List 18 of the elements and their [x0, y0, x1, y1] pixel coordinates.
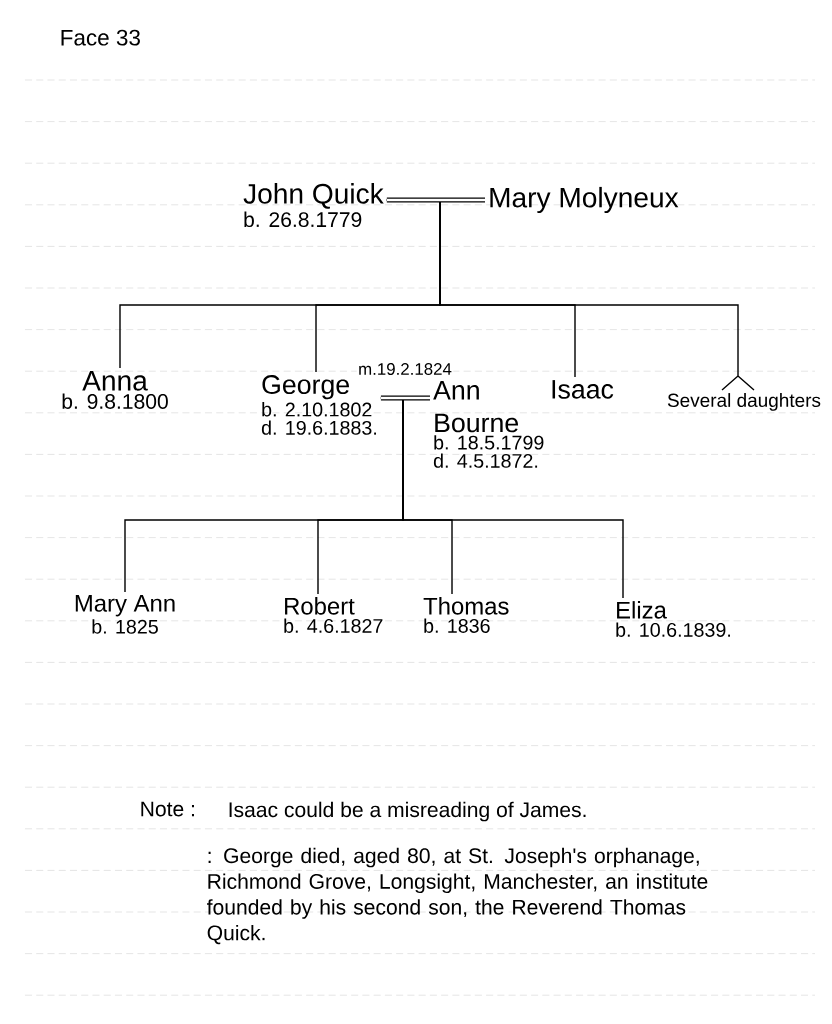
- person-entry: Ann Bourne b. 18.5.1799 d. 4.5.1872.: [433, 381, 544, 468]
- person-entry: Isaac: [552, 380, 614, 399]
- person-entry: Mary Ann b. 1825: [75, 595, 175, 634]
- person-entry: John Quick b. 26.8.1779: [243, 183, 384, 228]
- marriage-double-line: [386, 197, 485, 203]
- person-entry: Eliza b. 10.6.1839.: [616, 601, 730, 637]
- person-entry: George b. 2.10.1802 d. 19.6.1883.: [261, 375, 376, 435]
- edge-label: m.19.2.1824: [356, 361, 454, 377]
- person-entry: Robert b. 4.6.1827: [284, 597, 383, 633]
- note-text: : George died, aged 80, at St. Joseph's orphanage, Richmond Grove, Longsight, Manchester, an institute founded by his second son, the Reverend Thomas Quick.: [207, 847, 708, 945]
- person-entry: Several daughters: [667, 393, 821, 411]
- person-entry: Thomas b. 1836: [423, 597, 509, 633]
- person-entry: Mary Molyneux: [490, 186, 679, 214]
- note-text: Isaac could be a misreading of James.: [229, 801, 586, 822]
- marriage-double-line: [380, 395, 430, 401]
- page-heading: Face 33: [61, 29, 140, 46]
- person-entry: Anna b. 9.8.1800: [62, 371, 168, 409]
- note-heading: Note :: [141, 801, 194, 817]
